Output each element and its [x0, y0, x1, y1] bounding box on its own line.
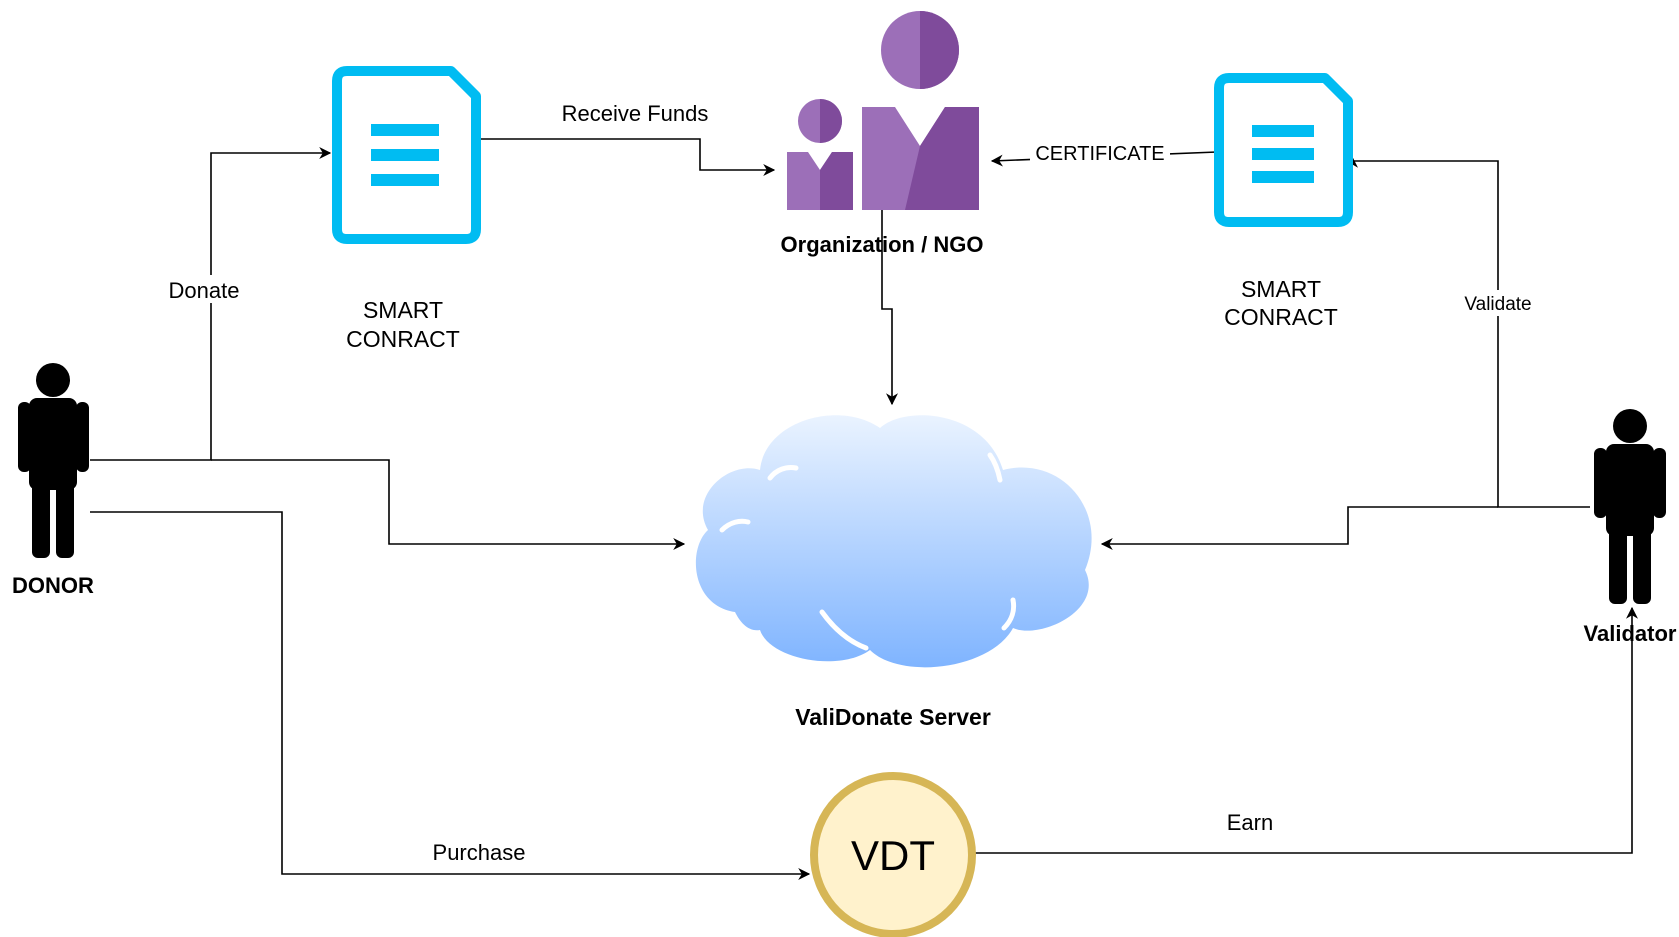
label-purchase: Purchase [433, 840, 526, 865]
smart-contract-right-label-line2: CONRACT [1224, 304, 1338, 330]
label-certificate: CERTIFICATE [1035, 143, 1164, 165]
label-earn: Earn [1227, 810, 1273, 835]
validator-label: Validator [1584, 621, 1677, 646]
edge-donor-server [211, 459, 686, 550]
edge-validator-server [1100, 506, 1498, 550]
edge-donate [90, 147, 332, 461]
smart-contract-left-label-line2: CONRACT [346, 326, 460, 352]
edge-labels: Donate Receive Funds CERTIFICATE Validat… [160, 101, 1540, 865]
label-donate: Donate [169, 278, 240, 303]
organization-group-icon [787, 11, 979, 210]
label-validate: Validate [1464, 294, 1531, 315]
edge-validate [1346, 155, 1590, 508]
vdt-token-icon [810, 772, 976, 937]
smart-contract-left-document-icon [332, 66, 481, 244]
edge-earn [974, 606, 1638, 854]
edge-org-server [881, 210, 898, 406]
vdt-token-label: VDT [851, 832, 935, 879]
smart-contract-right-label-line1: SMART [1241, 276, 1321, 302]
edge-receive-funds [477, 138, 776, 176]
organization-label: Organization / NGO [781, 232, 984, 257]
smart-contract-left-label-line1: SMART [363, 297, 443, 323]
validator-person-icon [1594, 409, 1666, 604]
server-label: ValiDonate Server [795, 704, 991, 730]
donor-label: DONOR [12, 573, 94, 598]
smart-contract-right-document-icon [1214, 73, 1353, 227]
donor-person-icon [18, 363, 89, 558]
label-receive-funds: Receive Funds [562, 101, 709, 126]
cloud-server-icon [695, 415, 1092, 668]
edge-purchase [90, 511, 811, 880]
